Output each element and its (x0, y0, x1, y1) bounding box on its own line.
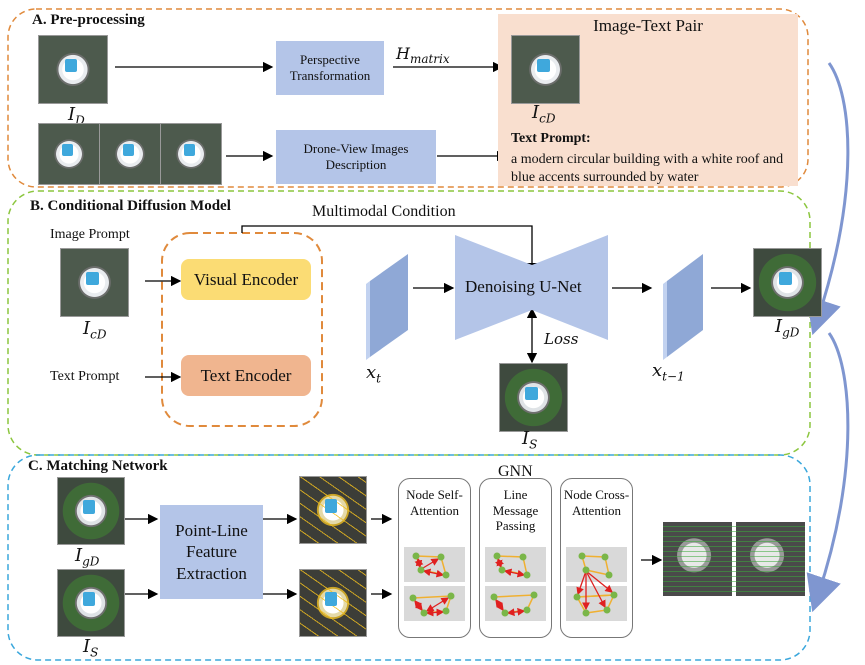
drone-view-image-3 (160, 123, 222, 185)
flow-arrow-a-to-b (806, 62, 850, 336)
visual-encoder-box: Visual Encoder (181, 259, 311, 300)
graph-line-message-passing (490, 552, 538, 617)
section-c-title: C. Matching Network (28, 458, 168, 474)
matching-image-igd (57, 477, 125, 545)
text-prompt-heading: Text Prompt: (511, 131, 591, 146)
label-id: ID (68, 104, 85, 128)
image-prompt-label: Image Prompt (50, 227, 130, 242)
xt-slab (370, 254, 408, 357)
gnn-card-cross-attention: Node Cross-Attention (560, 478, 633, 638)
label-is-b: IS (522, 428, 538, 452)
text-prompt-body: a modern circular building with a white … (511, 152, 784, 186)
graph-cross-attention (573, 552, 618, 617)
gnn-card-title: Node Cross-Attention (563, 487, 630, 518)
feature-image-bottom (299, 569, 367, 637)
gnn-card-title: Line Message Passing (492, 487, 539, 534)
matching-image-is (57, 569, 125, 637)
image-text-pair-title: Image-Text Pair (593, 16, 703, 35)
loss-label: Loss (544, 330, 579, 348)
multimodal-condition-label: Multimodal Condition (312, 203, 456, 220)
match-result (663, 522, 805, 596)
xt1-slab (667, 254, 703, 357)
image-is (499, 363, 568, 432)
section-a-border (7, 8, 809, 188)
drone-view-image-1 (38, 123, 100, 185)
label-icd-a: IcD (532, 102, 556, 126)
section-c-border (7, 454, 811, 661)
label-is-c: IS (83, 636, 99, 660)
point-line-feature-box: Point-Line Feature Extraction (160, 505, 263, 599)
label-xt1: xt−1 (652, 360, 685, 384)
unet-label: Denoising U-Net (465, 277, 582, 296)
drone-view-image-2 (99, 123, 161, 185)
flow-arrow-b-to-c (806, 332, 850, 613)
drone-image-id (38, 35, 108, 104)
gnn-label: GNN (498, 463, 533, 480)
image-icd (511, 35, 580, 104)
label-igd-c: IgD (75, 545, 100, 569)
match-lines (663, 522, 805, 596)
text-encoder-box: Text Encoder (181, 355, 311, 396)
text-prompt-label: Text Prompt (50, 369, 120, 384)
description-box: Drone-View Images Description (276, 130, 436, 184)
image-prompt-icd (60, 248, 129, 317)
feature-image-top (299, 476, 367, 544)
label-icd-b: IcD (83, 318, 107, 342)
perspective-transformation-box: Perspective Transformation (276, 41, 384, 95)
unet-shape (455, 235, 608, 340)
h-matrix-label: Hmatrix (396, 44, 450, 67)
graph-self-attention (409, 552, 455, 617)
label-igd-b: IgD (775, 316, 800, 340)
image-igd (753, 248, 822, 317)
label-xt: xt (366, 362, 381, 386)
gnn-card-title: Node Self-Attention (406, 487, 463, 518)
section-b-title: B. Conditional Diffusion Model (30, 198, 231, 214)
section-a-title: A. Pre-processing (32, 12, 145, 28)
